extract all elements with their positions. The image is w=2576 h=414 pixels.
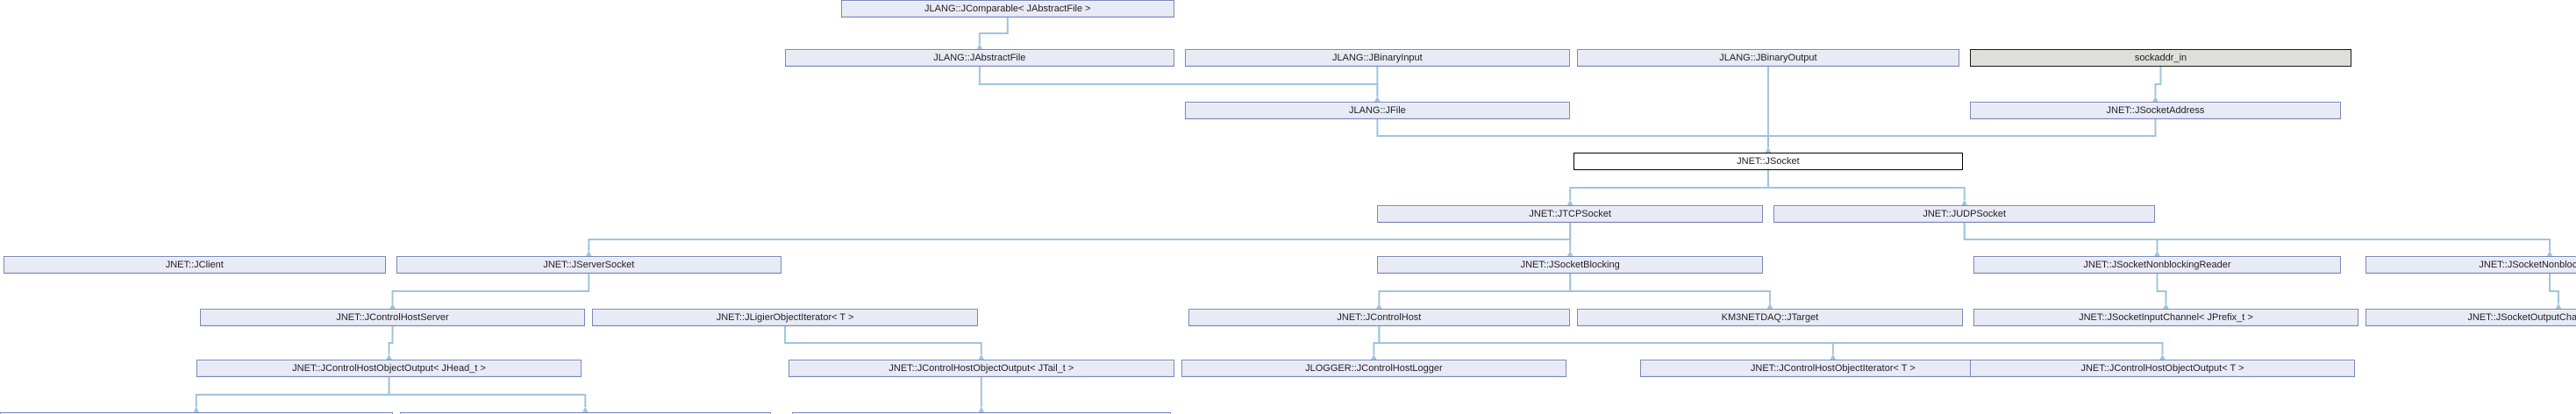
class-node[interactable]: JNET::JSocketNonblockingWriter <box>2365 256 2576 274</box>
class-node-label: JNET::JControlHostObjectOutput< JHead_t … <box>292 362 486 374</box>
inheritance-edge <box>1569 274 1773 309</box>
class-node[interactable]: JNET::JLigierObjectIterator< T > <box>592 309 978 326</box>
class-node[interactable]: sockaddr_in <box>1969 49 2352 67</box>
class-node-label: JNET::JControlHostServer <box>336 311 449 323</box>
class-node[interactable]: JNET::JSocketBlocking <box>1377 256 1763 274</box>
class-node-label: JLOGGER::JControlHostLogger <box>1305 362 1443 374</box>
class-node-label: JLANG::JBinaryOutput <box>1719 52 1817 63</box>
inheritance-edge <box>976 18 1009 49</box>
class-node[interactable]: JNET::JControlHostObjectOutput< JTypeLis… <box>0 412 393 414</box>
class-node[interactable]: JNET::JControlHostServer <box>199 309 586 326</box>
class-node-label: JNET::JSocketOutputChannel< JPrefix_t > <box>2467 311 2576 323</box>
class-node[interactable]: JNET::JControlHostObjectOutput< JTypeLis… <box>792 412 1171 414</box>
class-node[interactable]: JNET::JSocket <box>1573 153 1963 170</box>
class-node-label: JNET::JSocketAddress <box>2106 104 2205 116</box>
class-node[interactable]: JNET::JControlHostObjectOutput< JHead_t … <box>196 360 582 377</box>
class-node-label: JNET::JControlHostObjectIterator< T > <box>1750 362 1916 374</box>
class-node-label: JLANG::JAbstractFile <box>933 52 1026 63</box>
class-node[interactable]: JNET::JControlHostObjectOutput< T > <box>1969 360 2356 377</box>
inheritance-edge <box>1765 67 1772 153</box>
inheritance-edge <box>1566 223 1573 256</box>
class-node-label: JLANG::JFile <box>1348 104 1406 116</box>
inheritance-edge <box>1374 67 1381 102</box>
class-node-label: JNET::JSocketNonblockingReader <box>2083 259 2231 270</box>
class-node-label: JNET::JSocketNonblockingWriter <box>2479 259 2576 270</box>
class-node[interactable]: JNET::JControlHostObjectOutput< JTypeLis… <box>399 412 772 414</box>
inheritance-edge <box>2152 67 2162 102</box>
inheritance-edge <box>1765 119 2157 153</box>
class-node-label: JNET::JControlHostObjectOutput< T > <box>2080 362 2244 374</box>
inheritance-edge <box>2549 274 2562 309</box>
class-node-label: JNET::JControlHostObjectOutput< JTail_t … <box>888 362 1074 374</box>
class-node-label: KM3NETDAQ::JTarget <box>1721 311 1819 323</box>
class-node[interactable]: JNET::JControlHost <box>1188 309 1571 326</box>
class-node-label: JNET::JTCPSocket <box>1529 208 1611 219</box>
class-node-label: JNET::JSocketInputChannel< JPrefix_t > <box>2079 311 2253 323</box>
class-node[interactable]: JNET::JSocketNonblockingReader <box>1973 256 2342 274</box>
inheritance-edge <box>1963 223 2160 256</box>
inheritance-edge <box>978 377 985 412</box>
class-node[interactable]: JLOGGER::JControlHostLogger <box>1181 360 1567 377</box>
class-node[interactable]: JNET::JTCPSocket <box>1377 205 1763 223</box>
class-node-label: JNET::JSocketBlocking <box>1520 259 1620 270</box>
class-node[interactable]: JNET::JClient <box>3 256 386 274</box>
inheritance-edge <box>1378 326 1837 360</box>
class-node-label: JLANG::JBinaryInput <box>1332 52 1423 63</box>
class-node[interactable]: JLANG::JComparable< JAbstractFile > <box>841 0 1174 18</box>
inheritance-edge <box>1566 170 1769 205</box>
inheritance-edge <box>193 377 390 412</box>
class-node-label: JNET::JServerSocket <box>543 259 635 270</box>
class-node[interactable]: JLANG::JFile <box>1184 102 1571 119</box>
class-node-label: JNET::JUDPSocket <box>1923 208 2007 219</box>
class-node[interactable]: JNET::JSocketInputChannel< JPrefix_t > <box>1973 309 2359 326</box>
inheritance-edge <box>1963 223 2553 256</box>
inheritance-edge <box>2156 274 2169 309</box>
class-node-label: sockaddr_in <box>2134 52 2187 63</box>
inheritance-edge <box>1766 170 1967 205</box>
class-node-label: JLANG::JComparable< JAbstractFile > <box>924 3 1091 14</box>
inheritance-edge <box>386 326 394 360</box>
inheritance-edge <box>784 326 985 360</box>
inheritance-edge <box>1376 274 1572 309</box>
class-node-label: JNET::JClient <box>165 259 224 270</box>
class-node[interactable]: JLANG::JBinaryOutput <box>1577 49 1959 67</box>
class-node-label: JNET::JSocket <box>1737 155 1800 167</box>
class-node-label: JNET::JControlHost <box>1337 311 1422 323</box>
inheritance-edge <box>586 223 1572 256</box>
inheritance-edge <box>978 67 1381 102</box>
class-node[interactable]: JNET::JServerSocket <box>396 256 782 274</box>
class-node[interactable]: JLANG::JBinaryInput <box>1184 49 1571 67</box>
class-node[interactable]: KM3NETDAQ::JTarget <box>1577 309 1963 326</box>
class-node[interactable]: JNET::JSocketOutputChannel< JPrefix_t > <box>2365 309 2576 326</box>
inheritance-edge <box>1378 326 2166 360</box>
inheritance-edge <box>1376 119 1772 153</box>
inheritance-edge <box>1371 326 1381 360</box>
class-node-label: JNET::JLigierObjectIterator< T > <box>716 311 854 323</box>
class-node[interactable]: JNET::JSocketAddress <box>1969 102 2342 119</box>
class-node[interactable]: JNET::JControlHostObjectOutput< JTail_t … <box>788 360 1174 377</box>
class-node[interactable]: JNET::JControlHostObjectIterator< T > <box>1640 360 2026 377</box>
inheritance-edge <box>389 274 590 309</box>
class-node[interactable]: JLANG::JAbstractFile <box>785 49 1174 67</box>
class-node[interactable]: JNET::JUDPSocket <box>1773 205 2156 223</box>
inheritance-edge <box>388 377 589 412</box>
